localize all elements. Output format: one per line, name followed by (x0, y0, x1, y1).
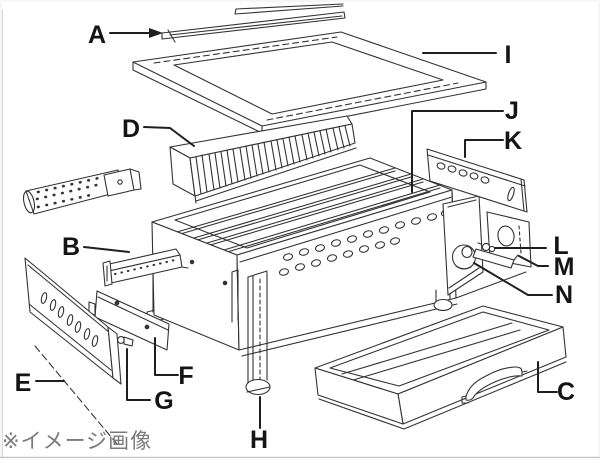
leader-lines (35, 28, 558, 429)
louver-slats (195, 125, 351, 195)
part-label-j: J (505, 97, 519, 125)
part-label-k: K (504, 127, 522, 155)
part-e-panel (24, 257, 122, 445)
image-caption: ※イメージ画像 (2, 430, 153, 453)
part-label-d: D (122, 115, 140, 143)
part-label-f: F (178, 362, 193, 390)
part-label-n: N (555, 281, 573, 309)
part-label-g: G (154, 387, 173, 415)
part-label-m: M (554, 253, 575, 281)
part-label-l: L (553, 232, 568, 260)
part-d-louver (169, 115, 357, 204)
part-labels: A B C D E F G H I J K L M N (15, 21, 575, 454)
leader-k (464, 139, 504, 158)
part-label-b: B (62, 233, 80, 261)
leader-m (518, 255, 549, 267)
part-i-frame (132, 31, 487, 134)
part-m-bracket (472, 248, 519, 269)
side-bracket (486, 211, 532, 268)
part-g-screw (117, 336, 134, 347)
part-label-a: A (88, 21, 106, 49)
part-b-rail (102, 248, 189, 287)
assembly-axis-line (34, 345, 118, 445)
part-c-drawer (314, 305, 567, 430)
leader-b (83, 246, 130, 253)
leader-d (143, 126, 195, 147)
part-k-panel (426, 148, 528, 213)
leader-j (411, 110, 504, 193)
control-panel (442, 195, 484, 296)
leader-n (473, 262, 553, 296)
part-j-body (124, 157, 527, 396)
part-label-c: C (557, 378, 575, 406)
burner-tube (22, 168, 142, 215)
body-vent-slots (278, 209, 452, 276)
drawer-handle (461, 366, 528, 404)
part-label-e: E (15, 369, 32, 397)
leader-g (126, 348, 151, 401)
part-label-h: H (250, 426, 268, 454)
leader-c (537, 361, 558, 393)
leader-f (154, 337, 179, 376)
part-label-i: I (505, 41, 512, 69)
leader-a-arrowhead (149, 28, 163, 38)
body-leg-front (245, 270, 271, 396)
part-l-screw (477, 242, 496, 253)
part-a-top-bar (161, 3, 346, 43)
